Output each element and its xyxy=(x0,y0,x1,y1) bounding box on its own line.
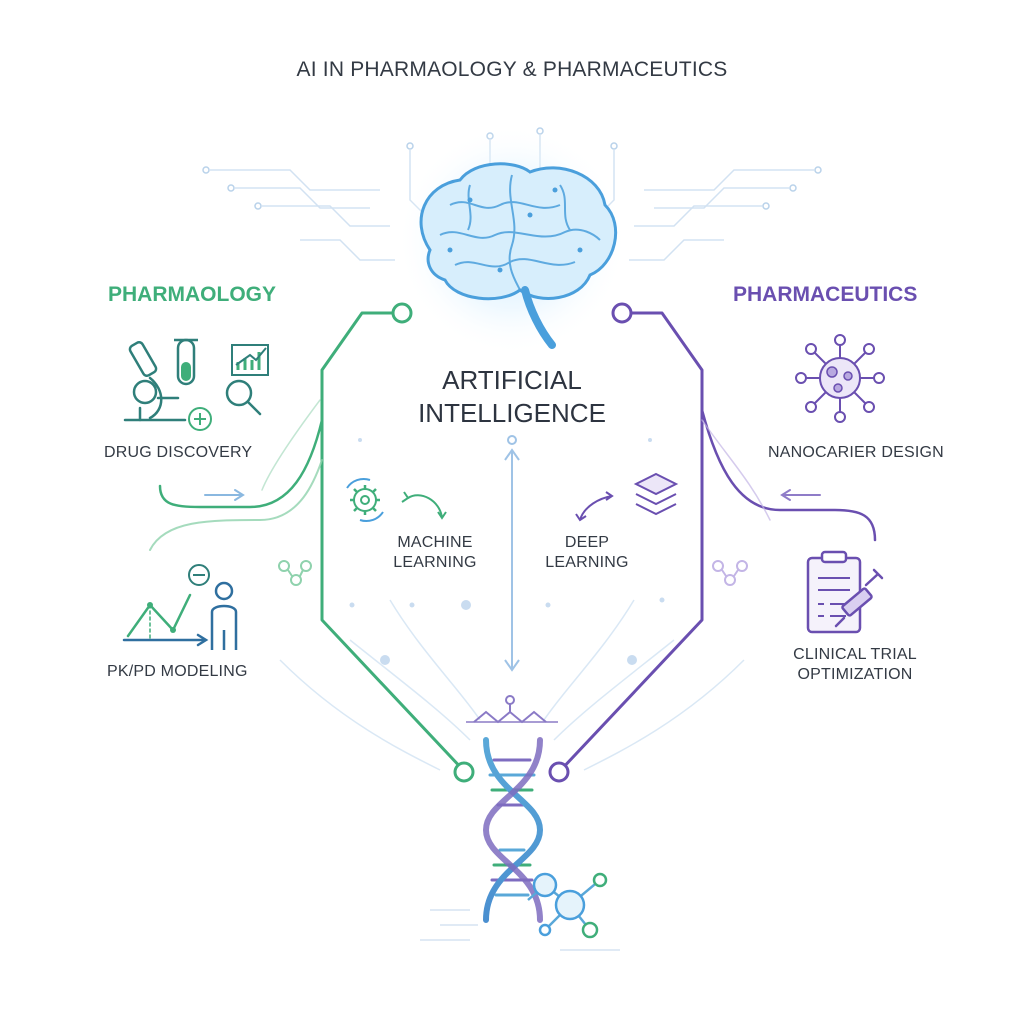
test-tube-icon xyxy=(174,338,198,386)
brain-circuit-icon xyxy=(397,125,627,355)
growth-chart-icon xyxy=(231,344,269,376)
central-bidirectional-arrow xyxy=(504,435,520,672)
plus-icon xyxy=(188,407,212,431)
pk-curve-icon xyxy=(122,593,209,647)
molecule-link-icon-left xyxy=(278,560,312,586)
magnifier-icon xyxy=(225,379,262,416)
molecule-link-icon-right xyxy=(712,560,748,586)
layers-icon xyxy=(575,472,679,522)
minus-icon xyxy=(188,564,210,586)
pharmacology-heading: PHARMAOLOGY xyxy=(108,283,276,306)
person-icon xyxy=(210,581,238,650)
clipboard-icon xyxy=(806,550,862,634)
machine-learning-label: MACHINE LEARNING xyxy=(393,534,477,571)
gear-cycle-icon xyxy=(346,477,447,523)
pharmaceutics-connectors xyxy=(700,408,877,542)
pharmacology-frame-node-bottom xyxy=(453,761,475,783)
pharmaceutics-frame-node-bottom xyxy=(548,761,570,783)
drug-discovery-label: DRUG DISCOVERY xyxy=(104,444,253,461)
circuit-traces-bottom xyxy=(420,909,620,951)
ai-center-title: ARTIFICIAL INTELLIGENCE xyxy=(418,365,606,428)
clinical-trial-label: CLINICAL TRIAL OPTIMIZATION xyxy=(793,646,917,683)
pharmaceutics-heading: PHARMACEUTICS xyxy=(733,283,918,306)
molecule-cluster-icon xyxy=(527,872,608,939)
syringe-icon xyxy=(834,568,884,628)
pharmacology-connectors xyxy=(149,399,324,551)
nanocarrier-design-label: NANOCARIER DESIGN xyxy=(768,444,944,461)
pkpd-modeling-label: PK/PD MODELING xyxy=(107,663,248,680)
pharmaceutics-frame-node-top xyxy=(611,302,633,324)
data-streams xyxy=(279,599,745,771)
deep-learning-label: DEEP LEARNING xyxy=(545,534,629,571)
microscope-icon xyxy=(123,340,187,422)
dna-helix-icon xyxy=(466,695,558,923)
pharmacology-frame-node-top xyxy=(391,302,413,324)
data-dots xyxy=(349,438,665,665)
diagram-title: AI IN PHARMAOLOGY & PHARMACEUTICS xyxy=(296,58,728,81)
nanoparticle-icon xyxy=(795,334,885,423)
